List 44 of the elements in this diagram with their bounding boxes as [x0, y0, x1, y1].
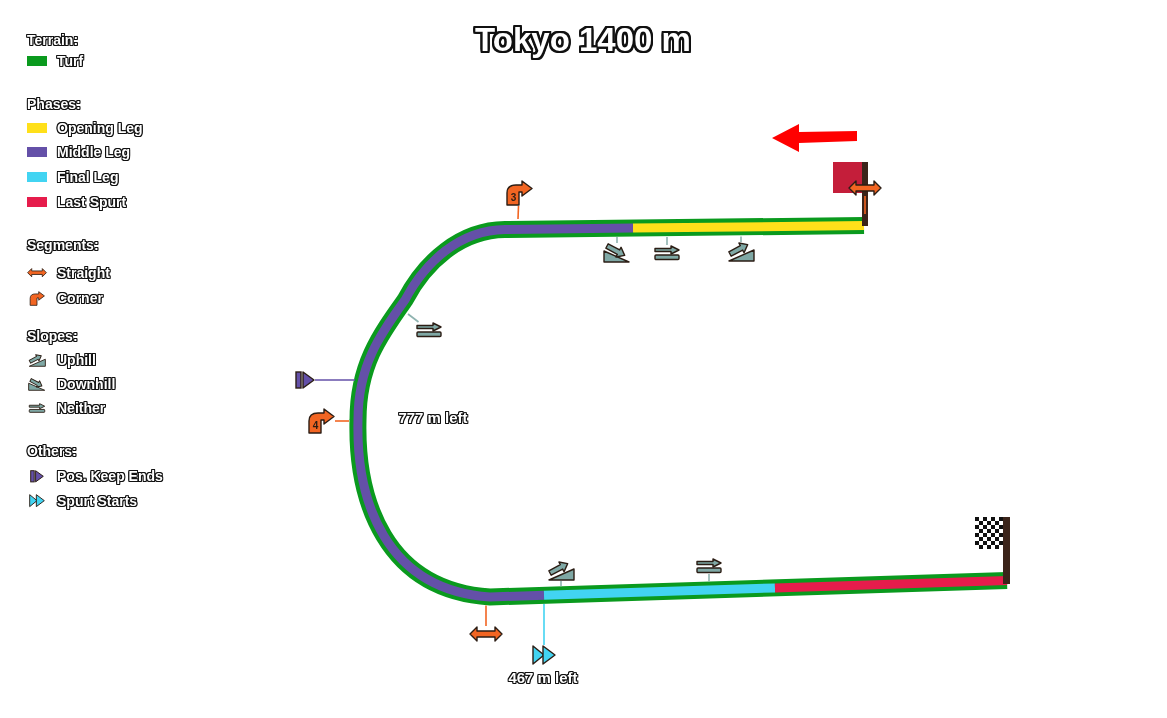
legend-label: Uphill: [57, 351, 96, 369]
level-arrow-icon: [653, 245, 681, 261]
leader-line: [864, 195, 866, 215]
legend-heading: Others:: [27, 442, 77, 460]
double-arrow-icon: [848, 180, 882, 196]
title: Tokyo 1400 m: [475, 20, 691, 60]
legend-label: Final Leg: [57, 168, 119, 186]
level-arrow-icon: [415, 322, 443, 338]
leader-line: [666, 236, 668, 246]
legend-label: Last Spurt: [57, 193, 127, 211]
double-arrow-icon: [469, 626, 503, 642]
distance-label: 777 m left: [398, 409, 468, 427]
legend-label: Middle Leg: [57, 143, 131, 161]
legend-label: Turf: [57, 52, 84, 70]
corner-number: 3: [509, 192, 518, 204]
leader-line: [616, 236, 618, 244]
uphill-slope-icon: [727, 242, 755, 262]
legend-heading: Terrain:: [27, 31, 79, 49]
fast-forward-icon: [532, 645, 556, 665]
legend-heading: Slopes:: [27, 327, 78, 345]
leader-line: [560, 580, 562, 588]
legend-label: Neither: [57, 399, 106, 417]
leader-line: [740, 235, 742, 243]
legend-heading: Phases:: [27, 95, 81, 113]
corner-number: 4: [311, 420, 320, 432]
leader-line: [517, 205, 520, 220]
leader-line: [314, 379, 356, 381]
legend-label: Opening Leg: [57, 119, 143, 137]
legend-label: Pos. Keep Ends: [57, 467, 163, 485]
leader-line: [334, 420, 350, 422]
leader-line: [543, 603, 545, 646]
legend-heading: Segments:: [27, 236, 99, 254]
legend-label: Straight: [57, 264, 110, 282]
legend-label: Spurt Starts: [57, 492, 138, 510]
leader-line: [407, 313, 420, 323]
leader-line: [708, 573, 710, 583]
downhill-slope-icon: [603, 243, 631, 263]
bar-triangle-icon: [295, 371, 315, 389]
uphill-slope-icon: [547, 561, 575, 581]
legend-label: Corner: [57, 289, 103, 307]
distance-label: 467 m left: [508, 669, 578, 687]
legend-label: Downhill: [57, 375, 116, 393]
level-arrow-icon: [695, 558, 723, 574]
leader-line: [485, 604, 487, 627]
